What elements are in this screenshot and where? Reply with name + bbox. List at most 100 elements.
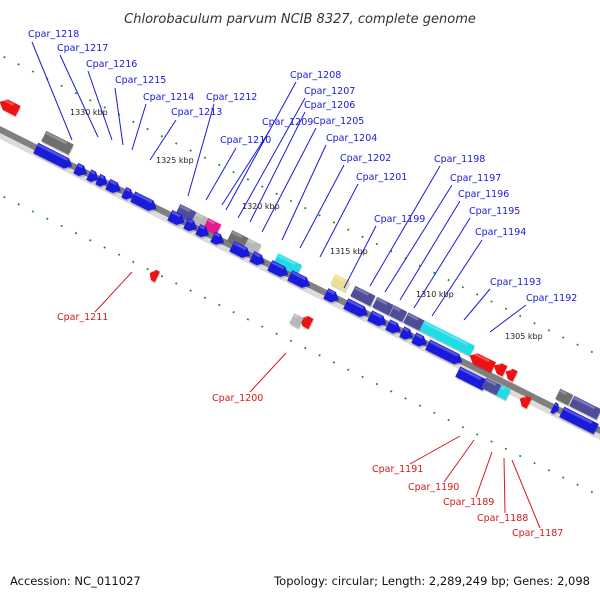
gene-cpar-1198[interactable] <box>350 285 377 308</box>
gene-cpar-1203[interactable] <box>229 241 254 262</box>
gene-cpar-1186[interactable] <box>517 394 533 411</box>
gene-cpar-1212-highlight <box>134 192 153 204</box>
gene-cpar-1193[interactable] <box>411 332 430 351</box>
gene-cpar-1191-highlight <box>459 367 482 381</box>
gene-label-cpar-1202[interactable]: Cpar_1202 <box>340 153 391 164</box>
leader-line-reverse-24 <box>94 271 133 313</box>
gene-cpar-1194[interactable] <box>419 320 476 358</box>
gene-cpar-1220-highlight <box>1 97 15 106</box>
gene-cpar-1205b[interactable] <box>210 231 228 249</box>
gene-label-cpar-1218[interactable]: Cpar_1218 <box>28 29 79 40</box>
gene-cpar-1218-body <box>41 130 74 155</box>
gene-cpar-1213b[interactable] <box>121 186 137 203</box>
inner-minor-tick <box>433 411 436 415</box>
gene-cpar-1205[interactable] <box>195 224 213 241</box>
gene-cpar-1195[interactable] <box>403 312 426 333</box>
gene-cpar-1194c[interactable] <box>367 310 390 331</box>
gene-label-cpar-1213[interactable]: Cpar_1213 <box>171 107 222 118</box>
outer-minor-tick <box>3 55 6 59</box>
gene-label-cpar-1207[interactable]: Cpar_1207 <box>304 86 355 97</box>
gene-cpar-1220[interactable] <box>0 97 22 118</box>
tick-row-inner <box>3 195 594 494</box>
gene-cpar-1193b[interactable] <box>425 339 466 369</box>
gene-cpar-1196[interactable] <box>389 305 408 324</box>
gene-label-cpar-1208[interactable]: Cpar_1208 <box>290 70 341 81</box>
gene-label-cpar-1191[interactable]: Cpar_1191 <box>372 464 423 475</box>
outer-minor-tick <box>203 156 207 160</box>
gene-cpar-1187[interactable] <box>491 361 509 379</box>
gene-cpar-1208[interactable] <box>203 218 222 237</box>
gene-label-cpar-1196[interactable]: Cpar_1196 <box>458 189 509 200</box>
gene-label-cpar-1190[interactable]: Cpar_1190 <box>408 482 459 493</box>
gene-cpar-1192c[interactable] <box>550 402 562 418</box>
gene-cpar-1194b-body <box>343 298 368 317</box>
gene-cpar-1194d[interactable] <box>385 319 404 338</box>
gene-cpar-1187b[interactable] <box>503 367 519 384</box>
gene-label-cpar-1193[interactable]: Cpar_1193 <box>490 277 541 288</box>
leader-line-forward-7 <box>205 147 237 201</box>
outer-minor-tick <box>461 286 465 289</box>
gene-label-cpar-1211[interactable]: Cpar_1211 <box>57 312 108 323</box>
gene-cpar-1207[interactable] <box>167 210 188 229</box>
gene-label-cpar-1216[interactable]: Cpar_1216 <box>86 59 137 70</box>
gene-label-cpar-1199[interactable]: Cpar_1199 <box>374 214 425 225</box>
gene-label-cpar-1197[interactable]: Cpar_1197 <box>450 173 501 184</box>
gene-cpar-1192d[interactable] <box>559 406 600 436</box>
gene-cpar-1211[interactable] <box>147 268 161 284</box>
gene-cpar-1215[interactable] <box>86 169 102 186</box>
gene-cpar-1216[interactable] <box>73 162 91 180</box>
inner-minor-tick <box>117 253 121 256</box>
gene-cpar-1217[interactable] <box>33 142 76 173</box>
leader-line-reverse-29 <box>503 457 506 514</box>
gene-cpar-1204b[interactable] <box>243 238 262 257</box>
gene-cpar-1213[interactable] <box>105 178 124 197</box>
tick-rows <box>3 55 594 494</box>
gene-label-cpar-1194[interactable]: Cpar_1194 <box>475 227 526 238</box>
gene-label-cpar-1206[interactable]: Cpar_1206 <box>304 100 355 111</box>
inner-minor-tick <box>576 483 579 486</box>
gene-label-cpar-1195[interactable]: Cpar_1195 <box>469 206 520 217</box>
gene-cpar-1201b[interactable] <box>267 260 292 282</box>
gene-label-cpar-1205[interactable]: Cpar_1205 <box>313 116 364 127</box>
gene-label-cpar-1187[interactable]: Cpar_1187 <box>512 528 563 539</box>
gene-cpar-1206[interactable] <box>183 218 201 235</box>
gene-cpar-1201[interactable] <box>273 253 303 278</box>
gene-cpar-1212[interactable] <box>130 191 160 216</box>
gene-label-cpar-1200[interactable]: Cpar_1200 <box>212 393 263 404</box>
gene-cpar-1188[interactable] <box>467 351 497 375</box>
gene-cpar-1199b[interactable] <box>330 273 351 294</box>
gene-cpar-1200b[interactable] <box>289 313 305 330</box>
outer-minor-tick <box>103 106 106 109</box>
gene-label-cpar-1198[interactable]: Cpar_1198 <box>434 154 485 165</box>
gene-cpar-1194-body <box>419 320 475 357</box>
gene-label-cpar-1215[interactable]: Cpar_1215 <box>115 75 166 86</box>
gene-cpar-1190-highlight <box>485 378 497 386</box>
gene-label-cpar-1212[interactable]: Cpar_1212 <box>206 92 257 103</box>
gene-cpar-1200b-body <box>289 313 304 329</box>
gene-cpar-1197[interactable] <box>372 296 395 318</box>
gene-cpar-1191[interactable] <box>455 366 489 393</box>
gene-cpar-1213-highlight <box>109 179 117 186</box>
gene-cpar-1192[interactable] <box>555 388 574 408</box>
outer-minor-tick <box>375 242 379 246</box>
gene-label-cpar-1214[interactable]: Cpar_1214 <box>143 92 194 103</box>
gene-label-cpar-1189[interactable]: Cpar_1189 <box>443 497 494 508</box>
gene-cpar-1214[interactable] <box>95 173 111 190</box>
gene-cpar-1189[interactable] <box>496 385 512 402</box>
gene-label-cpar-1204[interactable]: Cpar_1204 <box>326 133 377 144</box>
gene-cpar-1202[interactable] <box>249 251 268 270</box>
gene-cpar-1218[interactable] <box>41 130 75 157</box>
leader-line-forward-11 <box>249 111 306 223</box>
gene-cpar-1194e[interactable] <box>399 326 417 344</box>
gene-cpar-1200[interactable] <box>297 314 315 331</box>
gene-label-cpar-1192[interactable]: Cpar_1192 <box>526 293 577 304</box>
gene-label-cpar-1210[interactable]: Cpar_1210 <box>220 135 271 146</box>
gene-cpar-1194b[interactable] <box>343 298 371 322</box>
gene-label-cpar-1188[interactable]: Cpar_1188 <box>477 513 528 524</box>
gene-label-cpar-1201[interactable]: Cpar_1201 <box>356 172 407 183</box>
gene-cpar-1201c[interactable] <box>287 270 314 293</box>
gene-cpar-1192b[interactable] <box>569 395 600 422</box>
gene-label-cpar-1217[interactable]: Cpar_1217 <box>57 43 108 54</box>
gene-cpar-1199[interactable] <box>323 288 342 307</box>
gene-label-cpar-1209[interactable]: Cpar_1209 <box>262 117 313 128</box>
